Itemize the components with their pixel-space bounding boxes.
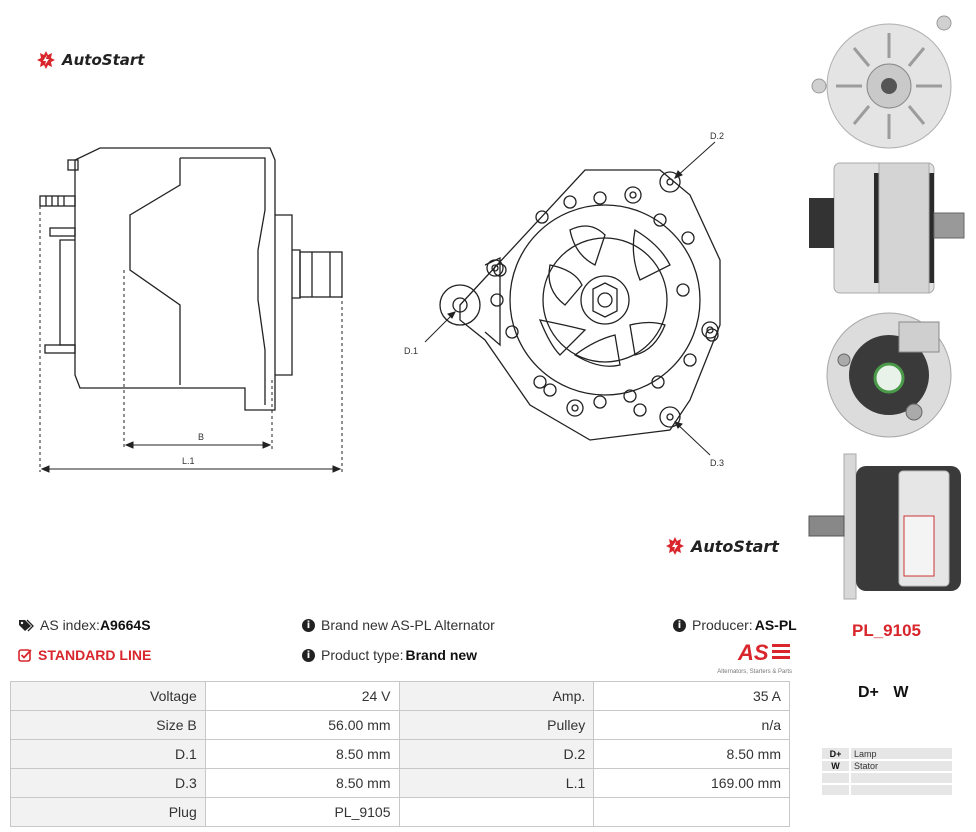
spec-label: Plug [10,797,206,827]
info-icon: i [673,618,686,632]
spec-label: D.2 [398,739,595,769]
alternator-side-view [39,147,343,411]
producer: i Producer: AS-PL [673,617,797,633]
spec-label: D.1 [10,739,206,769]
legend-row [822,772,952,785]
specs-table: Voltage 24 V Amp. 35 A Size B 56.00 mm P… [10,681,790,827]
product-type-value: Brand new [405,647,478,663]
spec-value: PL_9105 [204,797,400,827]
dimension-lines [40,441,342,473]
as-index: AS index: A9664S [18,617,151,633]
table-row: D.1 8.50 mm D.2 8.50 mm [10,739,790,769]
info-icon: i [302,648,315,662]
product-photo-rear[interactable] [804,300,970,448]
spec-value: 35 A [593,681,790,711]
description-text: Brand new AS-PL Alternator [321,617,495,633]
spec-value [593,797,790,827]
spec-label: Pulley [398,710,595,740]
hole-label-d3: D.3 [710,458,724,468]
technical-drawing: B L.1 D.1 D.2 D. [39,131,724,473]
info-icon: i [302,618,315,632]
legend-key [822,772,851,785]
as-index-value: A9664S [99,617,151,633]
terminals: D+ W [858,684,909,701]
autostart-mark-icon [37,51,55,69]
spec-label: Voltage [10,681,206,711]
product-photo-side[interactable] [804,158,970,298]
standard-line: STANDARD LINE [18,647,151,663]
hole-label-d1: D.1 [404,346,418,356]
table-row: Size B 56.00 mm Pulley n/a [10,710,790,740]
as-pl-logo: AS Alternators, Starters & Parts [702,640,792,675]
spec-label [398,797,595,827]
legend-key [822,784,851,797]
spec-value: n/a [593,710,790,740]
spec-value: 8.50 mm [593,739,790,769]
legend-value [850,772,952,785]
spec-label: D.3 [10,768,206,798]
autostart-logo: AutoStart [36,50,144,70]
product-type: i Product type: Brand new [302,647,477,663]
as-pl-logo-mark: AS [737,640,790,665]
dim-label-b: B [198,432,204,442]
as-pl-logo-text: AS [737,640,769,664]
legend-key: W [822,760,851,773]
dim-label-l1: L.1 [182,456,195,466]
spec-label: L.1 [398,768,595,798]
autostart-mark-icon [666,537,684,555]
dimension-extensions [39,200,343,472]
legend-row: D+Lamp [822,748,952,761]
table-row: Voltage 24 V Amp. 35 A [10,681,790,711]
autostart-logo-bottom: AutoStart [665,536,779,556]
table-row: Plug PL_9105 [10,797,790,827]
spec-value: 56.00 mm [204,710,400,740]
check-square-icon [18,649,32,662]
spec-value: 169.00 mm [593,768,790,798]
product-photo-front[interactable] [804,8,970,153]
legend-row [822,784,952,797]
standard-line-text: STANDARD LINE [38,647,152,663]
legend-key: D+ [822,748,851,761]
product-type-label: Product type: [321,647,404,663]
hole-leaders [424,141,716,456]
spec-label: Amp. [398,681,595,711]
product-photo-side-label[interactable] [804,446,970,606]
producer-label: Producer: [692,617,753,633]
table-row: D.3 8.50 mm L.1 169.00 mm [10,768,790,798]
spec-value: 8.50 mm [204,768,400,798]
as-pl-tagline: Alternators, Starters & Parts [717,669,792,675]
producer-value: AS-PL [754,617,797,633]
autostart-logo-text: AutoStart [62,51,145,69]
spec-value: 24 V [204,681,400,711]
autostart-logo-text: AutoStart [691,536,779,556]
part-code: PL_9105 [852,621,921,640]
tags-icon [19,619,34,631]
legend-value: Lamp [850,748,952,761]
legend-value: Stator [850,760,952,773]
hole-label-d2: D.2 [710,131,724,141]
description: i Brand new AS-PL Alternator [302,617,495,633]
legend-value [850,784,952,797]
as-index-label: AS index: [40,617,100,633]
spec-label: Size B [10,710,206,740]
spec-value: 8.50 mm [204,739,400,769]
alternator-front-view [439,169,721,441]
